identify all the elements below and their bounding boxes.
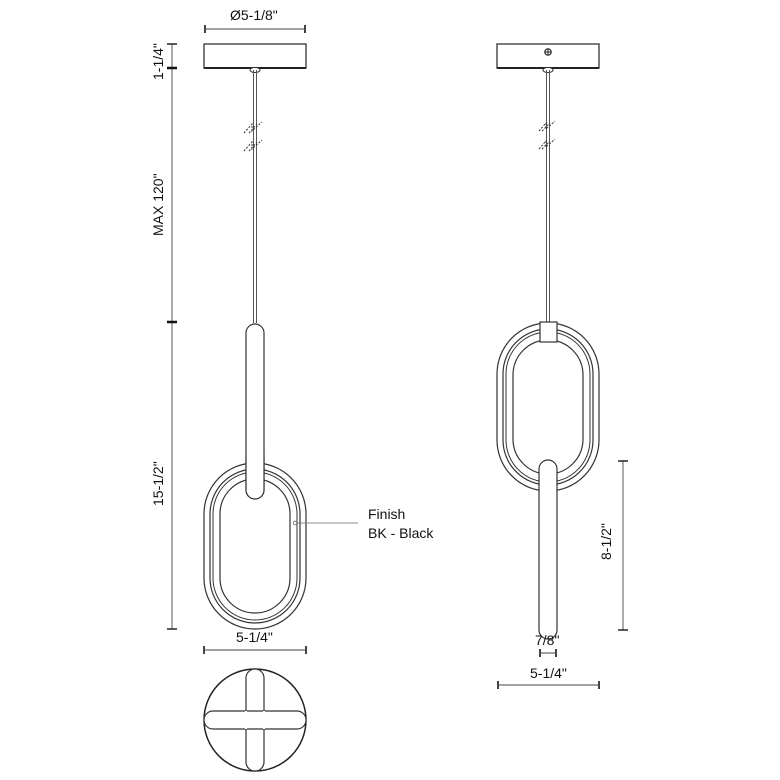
side-ring-inner <box>512 339 584 475</box>
rod-length-dimension <box>618 460 628 631</box>
ring-width-dimension <box>203 646 307 654</box>
rod-diameter-dimension <box>539 649 557 657</box>
side-ring-width-label: 5-1/4" <box>530 665 567 681</box>
side-canopy <box>496 43 600 69</box>
front-view <box>167 25 358 654</box>
finish-callout: Finish BK - Black <box>368 505 433 543</box>
canopy <box>203 43 307 69</box>
canopy-diameter-dimension <box>204 25 306 33</box>
ring-width-label: 5-1/4" <box>236 629 273 645</box>
max-cord-length-label: MAX 120" <box>150 173 166 236</box>
rod-diameter-label: 7/8" <box>535 632 560 648</box>
side-view <box>496 43 628 689</box>
finish-value: BK - Black <box>368 525 434 541</box>
finish-callout-marker <box>292 520 298 526</box>
height-dimension-chain <box>167 43 177 630</box>
side-connector <box>539 321 558 343</box>
canopy-height-label: 1-1/4" <box>150 43 166 80</box>
side-rod <box>538 459 558 640</box>
canopy-diameter-label: Ø5-1/8" <box>230 7 278 23</box>
side-cord-break-icon <box>538 120 556 150</box>
cord-break-icon <box>243 121 263 152</box>
fixture-height-label: 15-1/2" <box>150 461 166 506</box>
bottom-view-horizontal-bar <box>203 710 307 730</box>
rod-length-label: 8-1/2" <box>598 523 614 560</box>
bottom-view <box>203 668 307 772</box>
finish-label: Finish <box>368 506 406 522</box>
screw-icon <box>544 48 552 56</box>
side-ring-width-dimension <box>497 681 600 689</box>
